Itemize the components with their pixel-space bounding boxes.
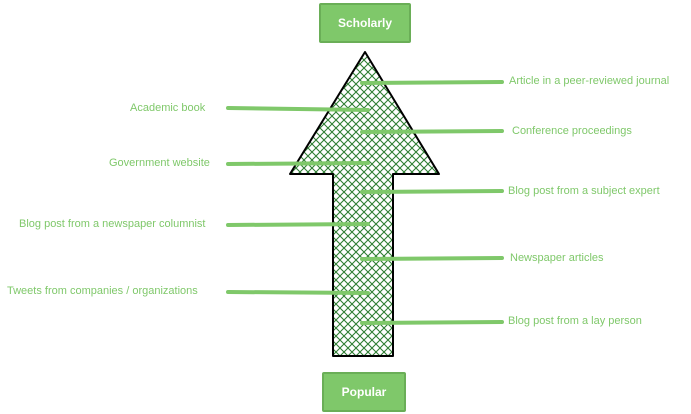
right-item-label: Newspaper articles	[510, 252, 604, 264]
connector-line-peer-reviewed	[360, 80, 504, 85]
popular-box: Popular	[322, 372, 406, 412]
connector-line-government-website	[226, 161, 370, 166]
left-item-label: Tweets from companies / organizations	[7, 285, 198, 297]
left-item-label: Blog post from a newspaper columnist	[19, 218, 206, 230]
scholarly-label: Scholarly	[337, 16, 393, 30]
right-item-label: Blog post from a lay person	[508, 315, 642, 327]
right-item-label: Conference proceedings	[512, 125, 632, 137]
connector-line-tweets	[226, 290, 370, 295]
connector-line-academic-book	[226, 106, 370, 112]
right-item-label: Blog post from a subject expert	[508, 185, 660, 197]
popular-label: Popular	[341, 385, 387, 399]
connector-line-lay-person	[360, 320, 504, 325]
right-item-label: Article in a peer-reviewed journal	[509, 75, 670, 87]
scholarly-box: Scholarly	[319, 3, 411, 43]
connector-line-newspaper-columnist	[226, 222, 370, 227]
connector-line-newspaper-articles	[360, 256, 504, 261]
left-item-label: Academic book	[130, 102, 206, 114]
connector-line-conference	[360, 129, 504, 134]
connector-line-subject-expert	[360, 189, 504, 194]
scholarly-arrow	[289, 51, 440, 357]
left-item-label: Government website	[109, 157, 210, 169]
